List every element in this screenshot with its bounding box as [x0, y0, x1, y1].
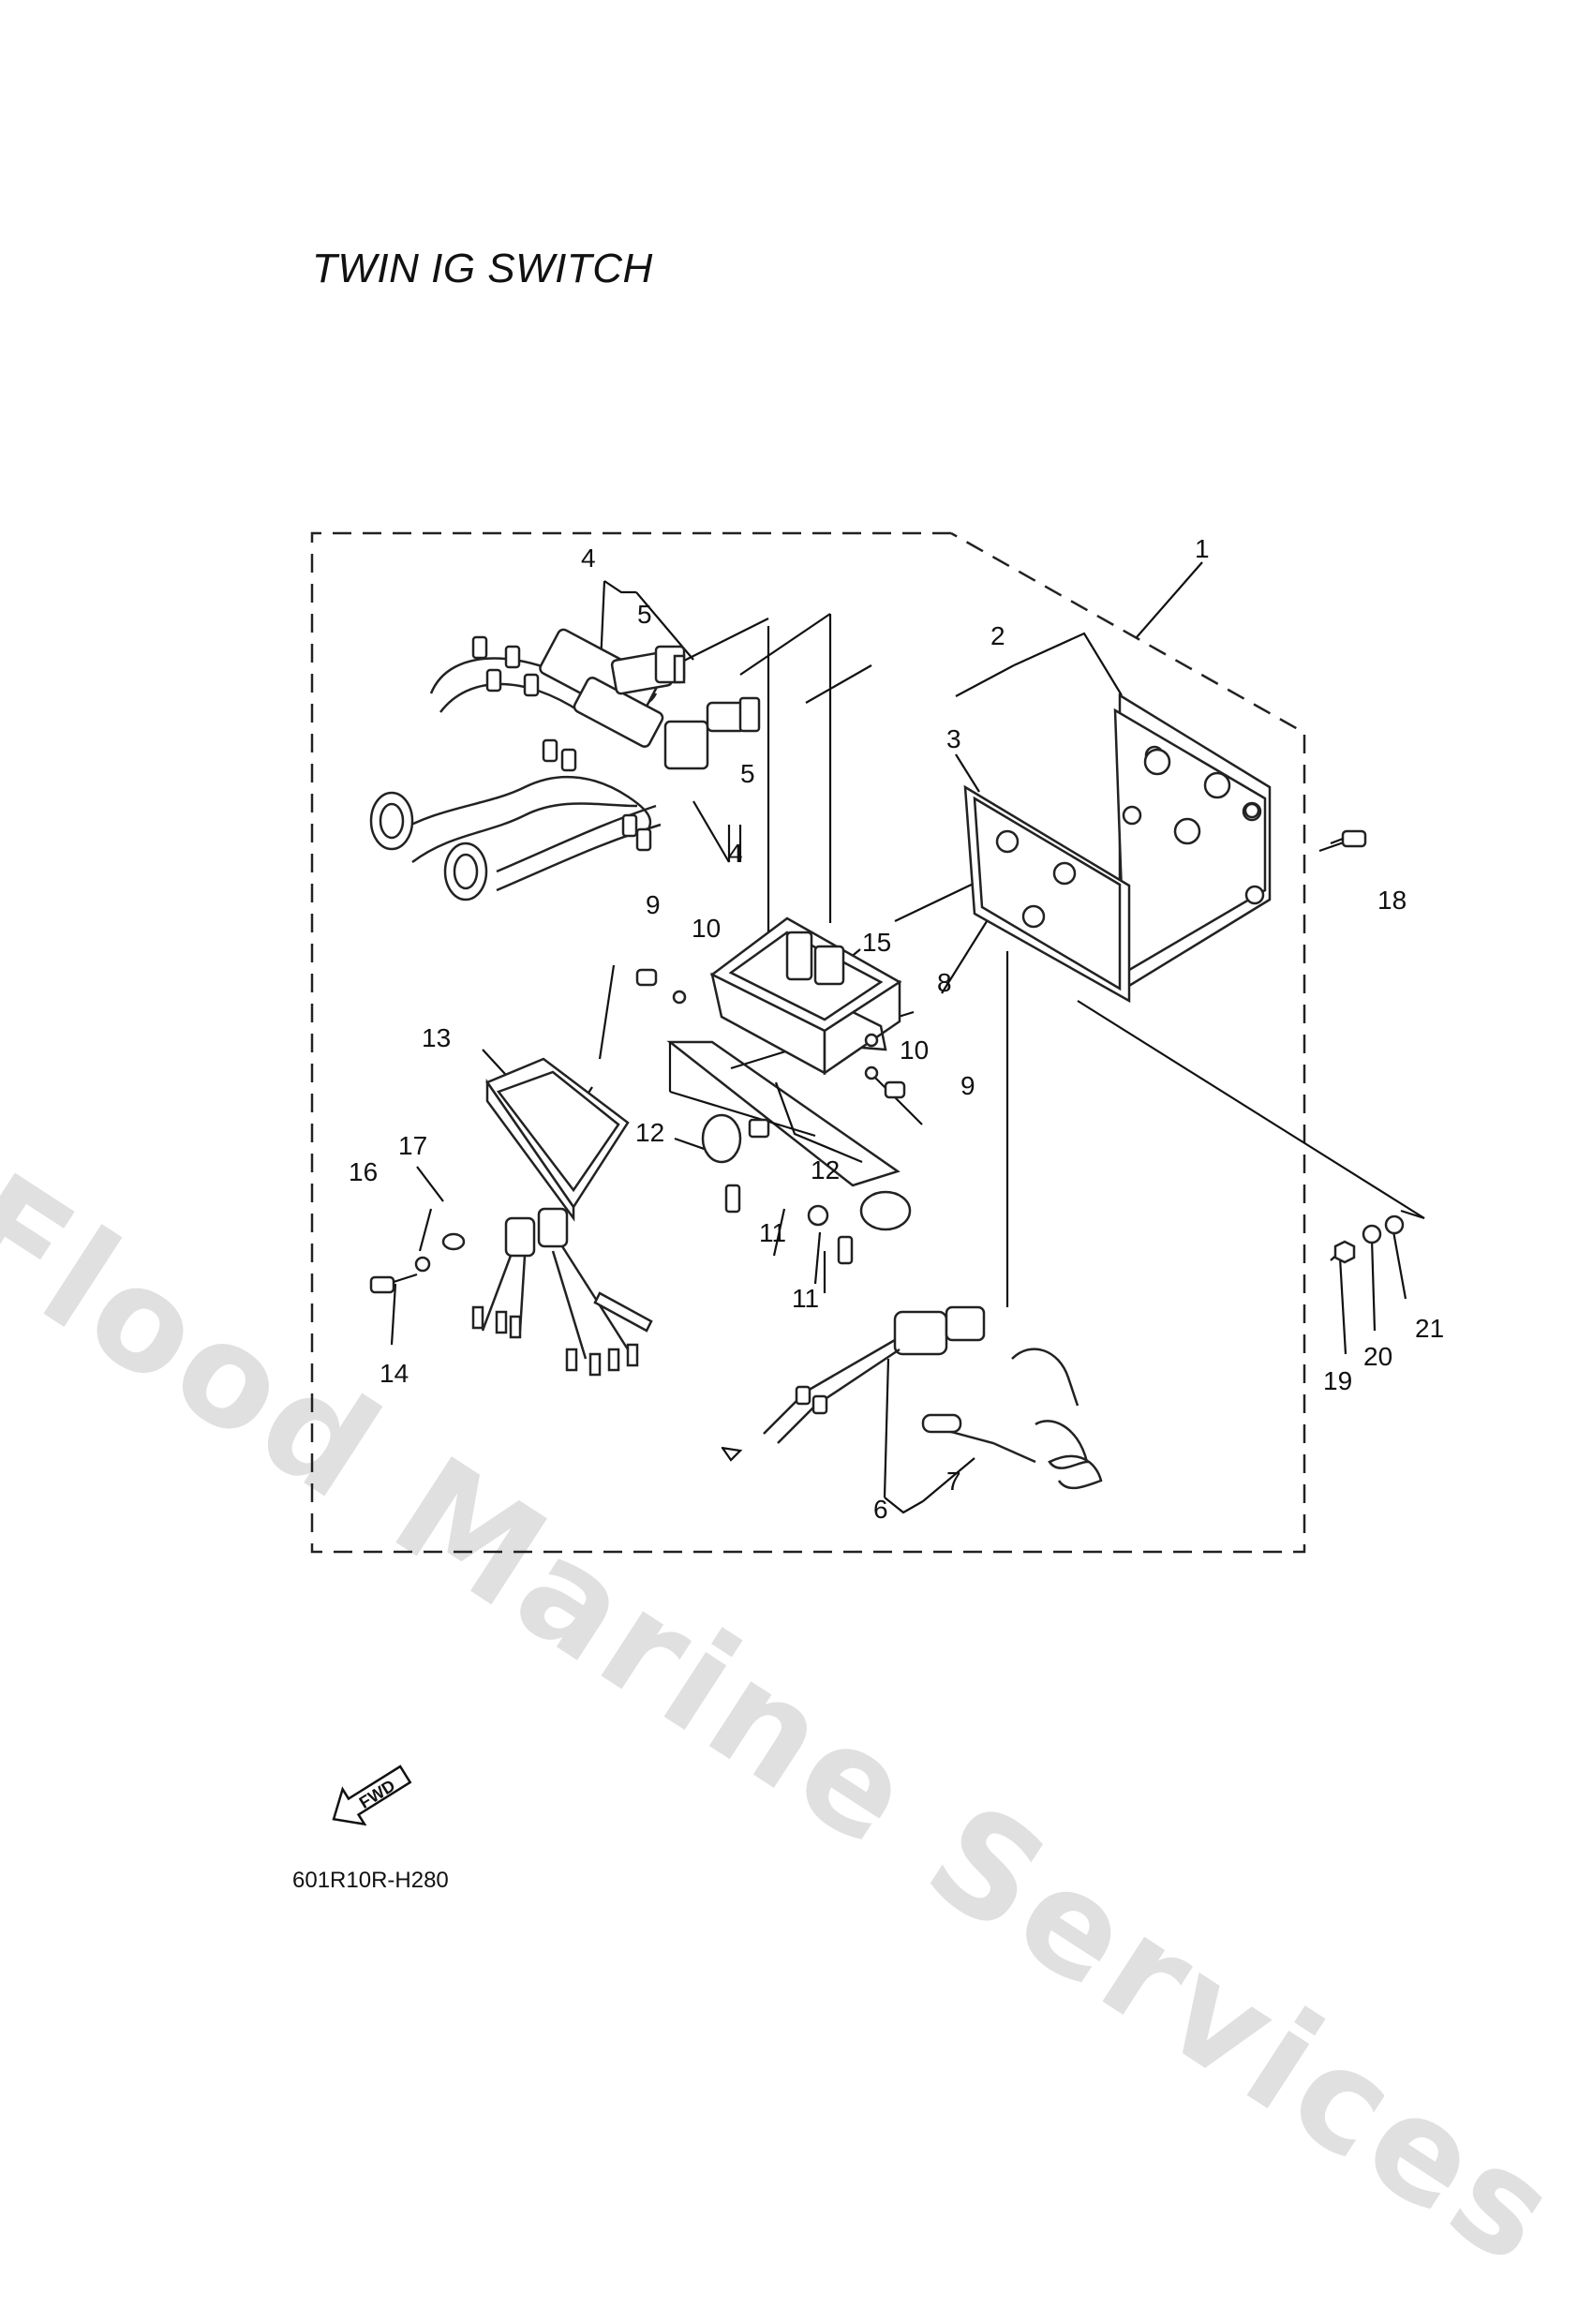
callout-9b: 9 — [960, 1071, 975, 1100]
cover-plate-part — [1113, 693, 1272, 991]
callout-21: 21 — [1415, 1314, 1444, 1343]
callout-7: 7 — [946, 1467, 961, 1496]
callout-9a: 9 — [646, 890, 661, 919]
switch-part — [635, 968, 912, 1265]
callout-11a: 11 — [759, 1218, 786, 1247]
bracket-part — [709, 916, 902, 1076]
callout-12a: 12 — [635, 1118, 664, 1147]
callout-4b: 4 — [728, 839, 743, 868]
callout-20: 20 — [1363, 1342, 1392, 1371]
callout-12b: 12 — [811, 1155, 840, 1184]
fwd-arrow-icon: FWD — [332, 1765, 412, 1826]
callout-3: 3 — [946, 724, 961, 753]
callout-18: 18 — [1377, 886, 1407, 915]
lanyard-part — [763, 1305, 1103, 1490]
callout-2: 2 — [990, 621, 1005, 650]
callout-16: 16 — [349, 1157, 378, 1186]
callout-11b: 11 — [792, 1284, 819, 1313]
callout-1: 1 — [1195, 534, 1210, 563]
harness-part — [369, 628, 761, 901]
screw-part — [1330, 829, 1367, 848]
callout-19: 19 — [1323, 1366, 1352, 1395]
callout-6: 6 — [873, 1495, 888, 1524]
callout-5a: 5 — [637, 600, 652, 629]
callout-8: 8 — [937, 968, 952, 997]
control-box-part — [471, 1057, 653, 1377]
callout-15: 15 — [862, 928, 891, 957]
leader-lines — [390, 561, 1425, 1514]
fasteners-part — [369, 1232, 466, 1294]
gasket-part — [963, 784, 1131, 1004]
callout-4a: 4 — [581, 544, 596, 573]
page-title: TWIN IG SWITCH — [312, 246, 653, 291]
callout-17: 17 — [398, 1131, 427, 1160]
callout-14: 14 — [380, 1359, 409, 1388]
callout-10b: 10 — [900, 1035, 929, 1065]
callout-13: 13 — [422, 1023, 451, 1052]
diagram-code: 601R10R-H280 — [292, 1868, 449, 1893]
callout-5b: 5 — [740, 759, 755, 788]
callout-10a: 10 — [692, 914, 721, 943]
nut-washers-part — [1333, 1214, 1405, 1264]
